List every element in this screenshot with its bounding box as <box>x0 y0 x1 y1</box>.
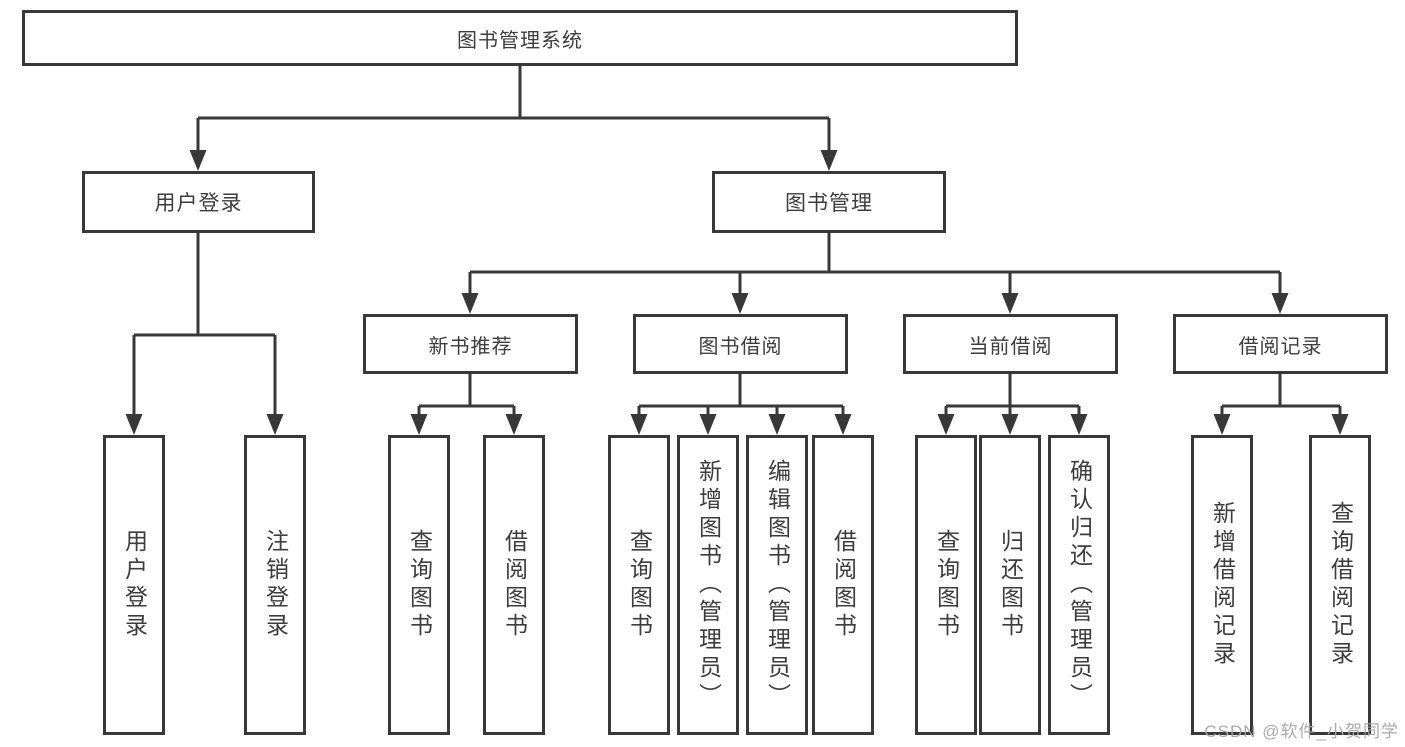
node-borrow-records: 借阅记录 <box>1173 314 1388 374</box>
arrowhead-icon <box>125 414 143 435</box>
leaf-return-books: 归还图书 <box>979 435 1041 735</box>
arrowhead-icon <box>731 293 749 314</box>
node-current-borrow: 当前借阅 <box>903 314 1118 374</box>
csdn-watermark: CSDN @软件_小贺同学 <box>1204 722 1399 741</box>
leaf-edit-book-admin: 编辑图书（管理员） <box>746 435 808 735</box>
node-user-login-label: 用户登录 <box>154 192 243 215</box>
leaf-query-books-recommend-label: 查询图书 <box>406 529 433 641</box>
leaf-query-books-borrow-label: 查询图书 <box>626 529 653 641</box>
leaf-query-borrow-record: 查询借阅记录 <box>1309 435 1371 735</box>
leaf-add-borrow-record: 新增借阅记录 <box>1191 435 1253 735</box>
node-library-system: 图书管理系统 <box>22 10 1018 66</box>
connector-records-to-leaves <box>1213 374 1349 435</box>
connector-bookmgmt-to-level3 <box>461 233 1289 314</box>
leaf-query-books-current: 查询图书 <box>915 435 977 735</box>
arrowhead-icon <box>630 414 648 435</box>
node-new-book-recommend-label: 新书推荐 <box>428 335 513 358</box>
leaf-query-books-borrow: 查询图书 <box>608 435 670 735</box>
leaf-logout-label: 注销登录 <box>262 529 289 641</box>
leaf-add-book-admin-label: 新增图书（管理员） <box>695 459 722 711</box>
arrowhead-icon <box>834 414 852 435</box>
node-new-book-recommend: 新书推荐 <box>363 314 578 374</box>
arrowhead-icon <box>461 293 479 314</box>
node-library-system-label: 图书管理系统 <box>457 29 583 52</box>
arrowhead-icon <box>189 150 207 171</box>
arrowhead-icon <box>820 150 838 171</box>
node-book-borrow: 图书借阅 <box>633 314 848 374</box>
leaf-query-books-current-label: 查询图书 <box>933 529 960 641</box>
leaf-borrow-books-recommend-label: 借阅图书 <box>501 529 528 641</box>
leaf-confirm-return-admin-label: 确认归还（管理员） <box>1066 459 1093 711</box>
arrowhead-icon <box>1213 414 1231 435</box>
leaf-borrow-books-recommend: 借阅图书 <box>483 435 545 735</box>
node-book-borrow-label: 图书借阅 <box>698 335 783 358</box>
leaf-query-borrow-record-label: 查询借阅记录 <box>1327 501 1354 669</box>
arrowhead-icon <box>410 414 428 435</box>
connector-currentborrow-to-leaves <box>937 374 1088 435</box>
node-book-management: 图书管理 <box>712 171 946 233</box>
leaf-query-books-recommend: 查询图书 <box>388 435 450 735</box>
leaf-return-books-label: 归还图书 <box>997 529 1024 641</box>
leaf-user-login-label: 用户登录 <box>121 529 148 641</box>
leaf-add-book-admin: 新增图书（管理员） <box>677 435 739 735</box>
arrowhead-icon <box>1331 414 1349 435</box>
leaf-user-login: 用户登录 <box>103 435 165 735</box>
connector-bookborrow-to-leaves <box>630 374 852 435</box>
arrowhead-icon <box>1271 293 1289 314</box>
arrowhead-icon <box>505 414 523 435</box>
arrowhead-icon <box>1070 414 1088 435</box>
connector-newbooks-to-leaves <box>410 374 523 435</box>
leaf-edit-book-admin-label: 编辑图书（管理员） <box>764 459 791 711</box>
node-book-management-label: 图书管理 <box>785 192 873 215</box>
node-current-borrow-label: 当前借阅 <box>968 335 1053 358</box>
arrowhead-icon <box>1001 414 1019 435</box>
arrowhead-icon <box>768 414 786 435</box>
leaf-add-borrow-record-label: 新增借阅记录 <box>1209 501 1236 669</box>
leaf-borrow-books: 借阅图书 <box>812 435 874 735</box>
arrowhead-icon <box>937 414 955 435</box>
node-user-login: 用户登录 <box>82 171 315 233</box>
leaf-logout: 注销登录 <box>244 435 306 735</box>
arrowhead-icon <box>266 414 284 435</box>
leaf-borrow-books-label: 借阅图书 <box>830 529 857 641</box>
connector-userlogin-to-leaves <box>125 233 284 435</box>
arrowhead-icon <box>699 414 717 435</box>
node-borrow-records-label: 借阅记录 <box>1238 335 1323 358</box>
connector-root-to-level2 <box>189 66 838 171</box>
arrowhead-icon <box>1001 293 1019 314</box>
leaf-confirm-return-admin: 确认归还（管理员） <box>1048 435 1110 735</box>
